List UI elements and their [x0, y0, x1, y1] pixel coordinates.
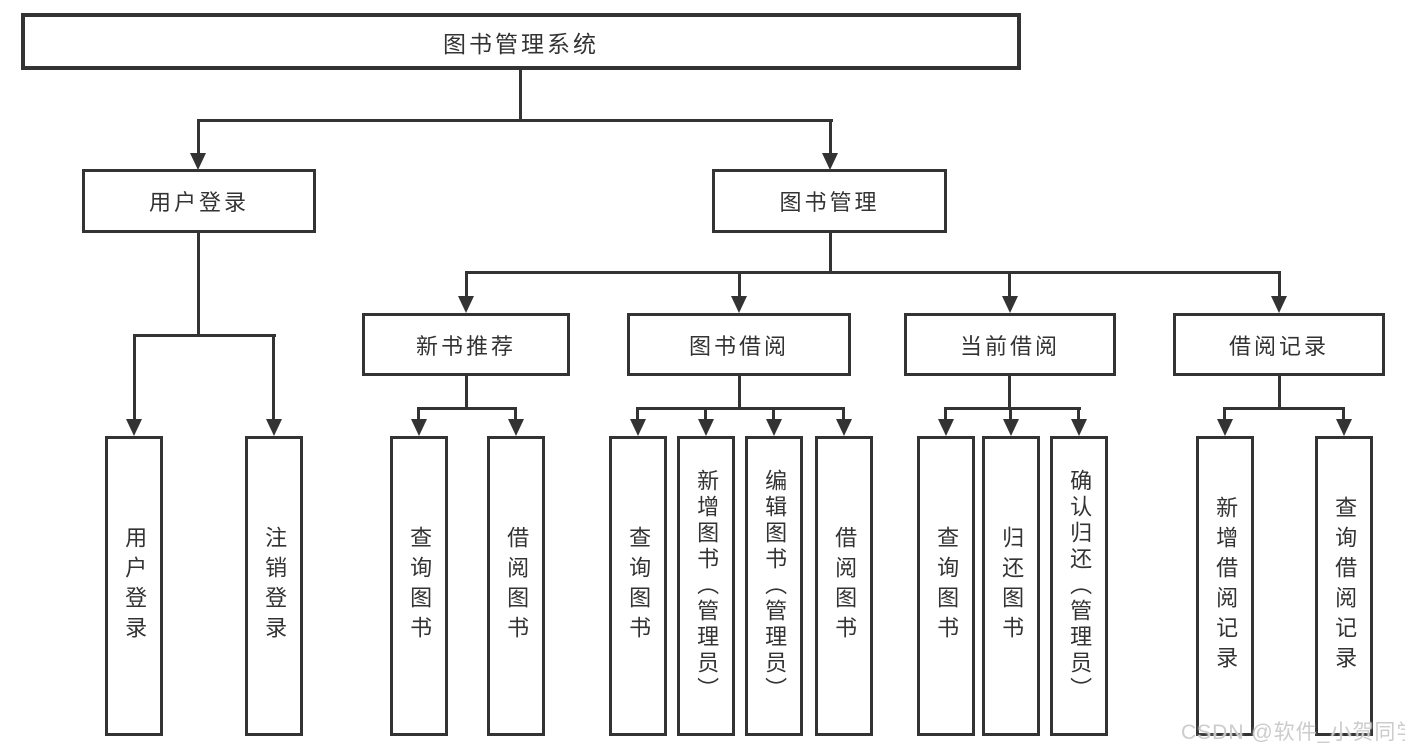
arrow-down-icon — [1003, 419, 1019, 436]
leaf-return-book: 归还图书 — [982, 436, 1040, 736]
connector-hline — [944, 407, 1081, 410]
connector-vline — [519, 68, 522, 122]
arrow-down-icon — [126, 419, 142, 436]
leaf-query-book-borrowing: 查询图书 — [609, 436, 667, 736]
connector-hline — [636, 407, 845, 410]
node-new-book-recommend-label: 新书推荐 — [415, 333, 516, 359]
connector-hline — [465, 271, 1281, 274]
leaf-query-borrow-record-label: 查询借阅记录 — [1332, 496, 1358, 676]
connector-hline — [1223, 407, 1345, 410]
connector-vline — [1342, 407, 1345, 423]
connector-vline — [1278, 271, 1281, 299]
connector-vline — [738, 374, 741, 410]
leaf-return-book-label: 归还图书 — [999, 526, 1025, 646]
arrow-down-icon — [938, 419, 954, 436]
arrow-down-icon — [836, 419, 852, 436]
leaf-query-book-recommend-label: 查询图书 — [407, 526, 433, 646]
connector-hline — [417, 407, 517, 410]
connector-vline — [829, 232, 832, 274]
arrow-down-icon — [698, 419, 714, 436]
leaf-borrow-book-recommend-label: 借阅图书 — [504, 526, 530, 646]
leaf-borrow-book-recommend: 借阅图书 — [487, 436, 545, 736]
node-book-management-label: 图书管理 — [779, 190, 880, 215]
node-user-login-label: 用户登录 — [148, 190, 249, 215]
connector-vline — [1077, 407, 1080, 423]
leaf-query-book-recommend: 查询图书 — [390, 436, 448, 736]
arrow-down-icon — [411, 419, 427, 436]
csdn-watermark: CSDN @软件_小贺同学 — [1181, 721, 1405, 744]
node-root: 图书管理系统 — [21, 13, 1021, 70]
connector-vline — [1009, 407, 1012, 423]
leaf-query-book-current: 查询图书 — [917, 436, 975, 736]
leaf-confirm-return-admin-label: 确认归还（管理员） — [1067, 469, 1093, 703]
connector-vline — [772, 407, 775, 423]
node-book-borrowing: 图书借阅 — [627, 313, 851, 376]
arrow-down-icon — [822, 153, 838, 170]
arrow-down-icon — [1002, 296, 1018, 313]
node-user-login: 用户登录 — [82, 169, 316, 233]
connector-vline — [1278, 374, 1281, 410]
node-root-label: 图书管理系统 — [443, 30, 599, 57]
leaf-confirm-return-admin: 确认归还（管理员） — [1050, 436, 1108, 736]
arrow-down-icon — [508, 419, 524, 436]
connector-vline — [829, 119, 832, 157]
leaf-borrow-book: 借阅图书 — [815, 436, 873, 736]
connector-hline — [133, 334, 276, 337]
leaf-query-borrow-record: 查询借阅记录 — [1315, 436, 1373, 736]
node-borrowing-records-label: 借阅记录 — [1228, 333, 1329, 359]
leaf-logout-label: 注销登录 — [262, 526, 288, 646]
connector-vline — [704, 407, 707, 423]
connector-vline — [465, 374, 468, 410]
leaf-user-login-label: 用户登录 — [122, 526, 148, 646]
node-current-borrowing: 当前借阅 — [904, 313, 1116, 376]
leaf-edit-book-admin-label: 编辑图书（管理员） — [762, 469, 788, 703]
arrow-down-icon — [458, 296, 474, 313]
connector-vline — [636, 407, 639, 423]
arrow-down-icon — [1271, 296, 1287, 313]
leaf-borrow-book-label: 借阅图书 — [832, 526, 858, 646]
leaf-add-borrow-record: 新增借阅记录 — [1196, 436, 1254, 736]
arrow-down-icon — [630, 419, 646, 436]
connector-vline — [1008, 271, 1011, 299]
node-current-borrowing-label: 当前借阅 — [959, 333, 1060, 359]
node-new-book-recommend: 新书推荐 — [362, 313, 570, 376]
leaf-query-book-current-label: 查询图书 — [934, 526, 960, 646]
connector-vline — [514, 407, 517, 423]
arrow-down-icon — [1336, 419, 1352, 436]
leaf-user-login: 用户登录 — [105, 436, 163, 736]
arrow-down-icon — [766, 419, 782, 436]
leaf-edit-book-admin: 编辑图书（管理员） — [745, 436, 803, 736]
connector-vline — [1223, 407, 1226, 423]
leaf-add-borrow-record-label: 新增借阅记录 — [1213, 496, 1239, 676]
arrow-down-icon — [1217, 419, 1233, 436]
leaf-add-book-admin: 新增图书（管理员） — [677, 436, 735, 736]
leaf-query-book-borrowing-label: 查询图书 — [626, 526, 652, 646]
connector-vline — [133, 334, 136, 422]
connector-vline — [197, 231, 200, 337]
leaf-add-book-admin-label: 新增图书（管理员） — [694, 469, 720, 703]
arrow-down-icon — [190, 153, 206, 170]
leaf-logout: 注销登录 — [245, 436, 303, 736]
arrow-down-icon — [1071, 419, 1087, 436]
connector-vline — [842, 407, 845, 423]
connector-hline — [197, 119, 833, 122]
arrow-down-icon — [266, 419, 282, 436]
connector-vline — [272, 334, 275, 422]
connector-vline — [197, 119, 200, 157]
node-borrowing-records: 借阅记录 — [1173, 313, 1385, 376]
connector-vline — [1008, 374, 1011, 410]
connector-vline — [738, 271, 741, 299]
connector-vline — [465, 271, 468, 299]
node-book-management: 图书管理 — [712, 169, 947, 233]
connector-vline — [417, 407, 420, 423]
connector-vline — [944, 407, 947, 423]
node-book-borrowing-label: 图书借阅 — [688, 333, 789, 359]
arrow-down-icon — [731, 296, 747, 313]
